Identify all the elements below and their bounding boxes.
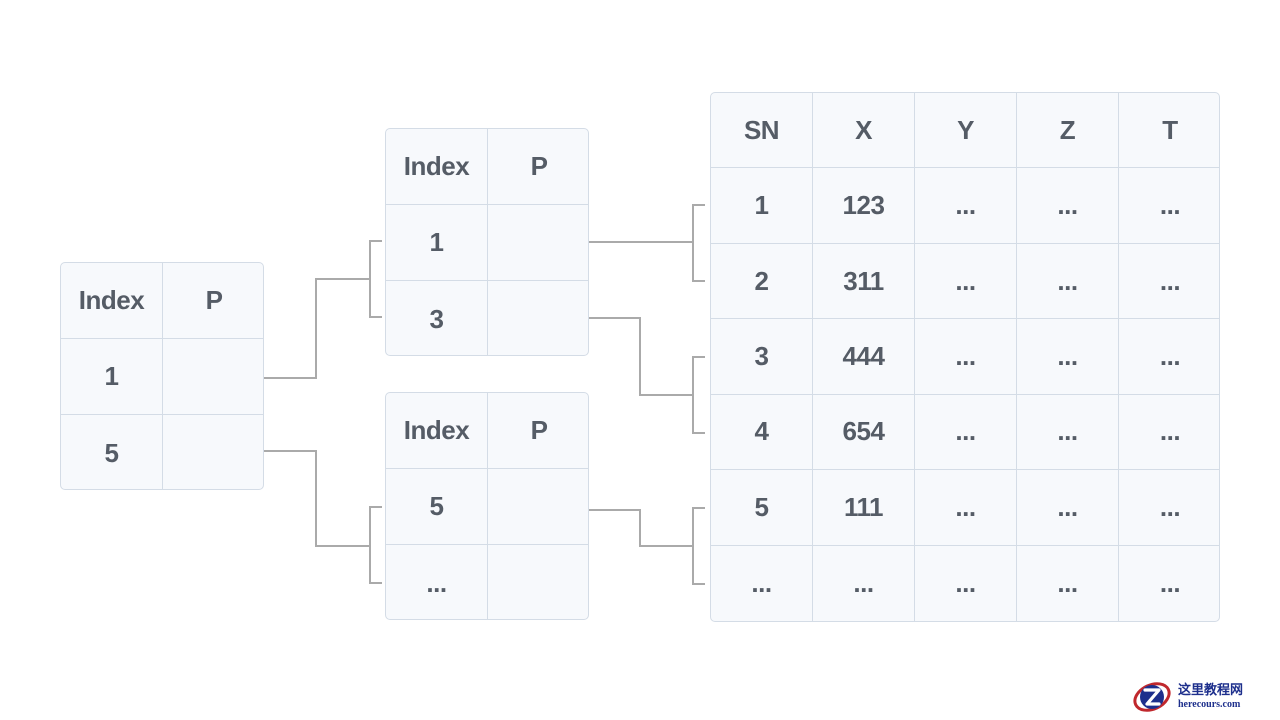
data-table-cell-r0-c0: 1 — [711, 168, 813, 244]
data-table-cell-r5-c3: ... — [1017, 545, 1119, 621]
root-index-cell-r1-c1 — [163, 415, 263, 489]
bracket-rows-5-more — [692, 507, 705, 585]
root-index-cell-r0-c1 — [163, 339, 263, 415]
root-index-cell-r1-c0: 5 — [61, 415, 163, 489]
data-table-cell-r4-c2: ... — [915, 470, 1017, 546]
watermark-text-cn: 这里教程网 — [1178, 683, 1244, 698]
z-logo-icon — [1133, 682, 1171, 712]
data-table-cell-r3-c0: 4 — [711, 394, 813, 471]
data-table-cell-r5-c4: ... — [1159, 567, 1181, 598]
data-table-cell-r3-c4: ... — [1119, 395, 1219, 471]
index-b-cell-r0-c1 — [488, 469, 588, 545]
bracket-index-b — [369, 506, 382, 584]
bracket-rows-3-4 — [692, 356, 705, 434]
data-table-header-4: T — [1119, 93, 1219, 169]
data-table-cell-r2-c2: ... — [915, 319, 1017, 395]
data-table-cell-r2-c4: ... — [1119, 319, 1219, 395]
data-table-header-3: Z — [1017, 93, 1119, 169]
data-table-cell-r3-c1: 654 — [813, 394, 915, 471]
index-b-cell-r1-c1 — [488, 545, 588, 619]
data-table-cell-r5-c0: ... — [711, 545, 813, 621]
data-table-cell-r1-c4: ... — [1119, 244, 1219, 320]
root-index-header-0: Index — [61, 263, 163, 339]
index-a-cell-r1-c1 — [488, 281, 588, 355]
index-b-header-1: P — [488, 393, 588, 469]
index-a-header-1: P — [488, 129, 588, 205]
data-table-cell-r2-c3: ... — [1017, 319, 1119, 395]
data-table-cell-r5-c1: ... — [813, 545, 915, 621]
data-table-header-0: SN — [711, 93, 813, 169]
data-table-cell-r5-c2: ... — [915, 545, 1017, 621]
site-watermark: 这里教程网 herecours.com — [1132, 676, 1277, 718]
data-table-cell-r0-c4: ... — [1119, 168, 1219, 244]
data-table-cell-r3-c3: ... — [1017, 394, 1119, 471]
bracket-index-a — [369, 240, 382, 318]
data-table-cell-r4-c4: ... — [1119, 470, 1219, 546]
root-index-header-1: P — [163, 263, 263, 339]
data-table-cell-r1-c0: 2 — [711, 243, 813, 320]
data-table-cell-r0-c3: ... — [1017, 168, 1119, 244]
index-a-header-0: Index — [386, 129, 488, 205]
data-table-cell-r3-c2: ... — [915, 394, 1017, 471]
data-table-cell-r4-c3: ... — [1017, 470, 1119, 546]
data-table-header-1: X — [813, 93, 915, 169]
data-table-header-2: Y — [915, 93, 1017, 169]
data-table-cell-r2-c1: 444 — [813, 319, 915, 395]
index-a-cell-r1-c0: 3 — [386, 281, 488, 355]
data-table-cell-r4-c1: 111 — [813, 470, 915, 546]
data-table-cell-r4-c0: 5 — [711, 470, 813, 546]
data-table-cell-r1-c1: 311 — [813, 243, 915, 320]
index-b-header-0: Index — [386, 393, 488, 469]
index-b-cell-r1-c0: ... — [386, 545, 488, 619]
watermark-text-en: herecours.com — [1178, 699, 1241, 710]
data-table-cell-r0-c2: ... — [915, 168, 1017, 244]
index-b-cell-r0-c0: 5 — [386, 469, 488, 545]
data-table-cell-r2-c0: 3 — [711, 319, 813, 395]
root-index-cell-r0-c0: 1 — [61, 339, 163, 415]
data-table-cell-r1-c3: ... — [1017, 243, 1119, 320]
index-a-cell-r0-c0: 1 — [386, 205, 488, 281]
data-table-cell-r0-c1: 123 — [813, 168, 915, 244]
data-table-cell-r1-c2: ... — [915, 243, 1017, 320]
index-a-cell-r0-c1 — [488, 205, 588, 281]
bracket-rows-1-2 — [692, 204, 705, 282]
